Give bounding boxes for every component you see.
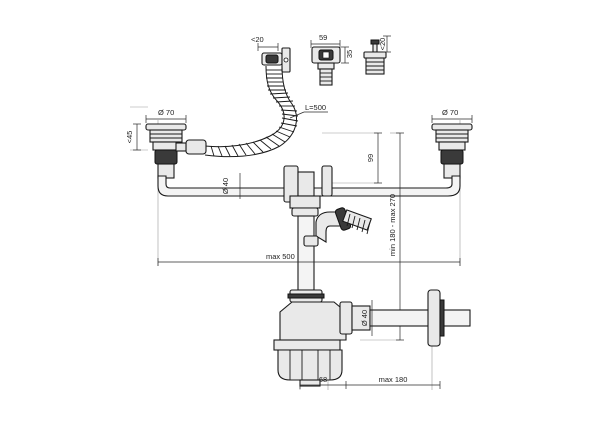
central-tee [283,165,333,217]
overflow-grille-detail: 59 35 [310,33,354,86]
hose-ribs [210,69,299,157]
branch-pipe: Ø 40 [157,173,461,199]
spacing-dimension: max 500 [157,252,461,266]
right-outlet: Ø 70 [431,108,473,179]
height-range-label: min 180 - max 270 [388,194,397,256]
left-outlet-dia-label: Ø 70 [158,108,174,117]
trap-offset-label: 68 [319,375,327,384]
trap-outlet-dia-label: Ø 40 [360,310,369,326]
outlet-height-label: <45 [125,131,134,144]
height-range-dimension: min 180 - max 270 [388,132,404,341]
grille-width-label: 59 [319,33,327,42]
overflow-fitting [261,47,291,73]
overflow-hose [204,65,299,158]
outlet-reach-label: max 180 [379,375,408,384]
outlet-height-dimension: <45 [125,123,141,151]
down-pipe [297,215,315,291]
spacing-label: max 500 [266,252,295,261]
grille-height-label: 35 [345,50,354,58]
appliance-inlet [303,207,372,247]
outlet-reach-dimension: max 180 [346,375,441,389]
hose-length-callout: L=500 [289,103,328,119]
right-outlet-dia-label: Ø 70 [442,108,458,117]
hose-clearance-dimension: <20 [251,35,279,51]
hose-clearance-label: <20 [251,35,264,44]
trap-outlet-arm: Ø 40 [339,289,471,347]
left-outlet: Ø 70 [145,108,207,179]
hose-length-label: L=500 [305,103,326,112]
plug-detail: <20 [363,35,391,75]
pipe-dia-label: Ø 40 [221,178,230,194]
branch-drop-dimension: 99 [366,132,382,184]
bottle-trap [273,289,347,387]
plug-height-label: <20 [378,38,387,51]
branch-drop-label: 99 [366,154,375,162]
